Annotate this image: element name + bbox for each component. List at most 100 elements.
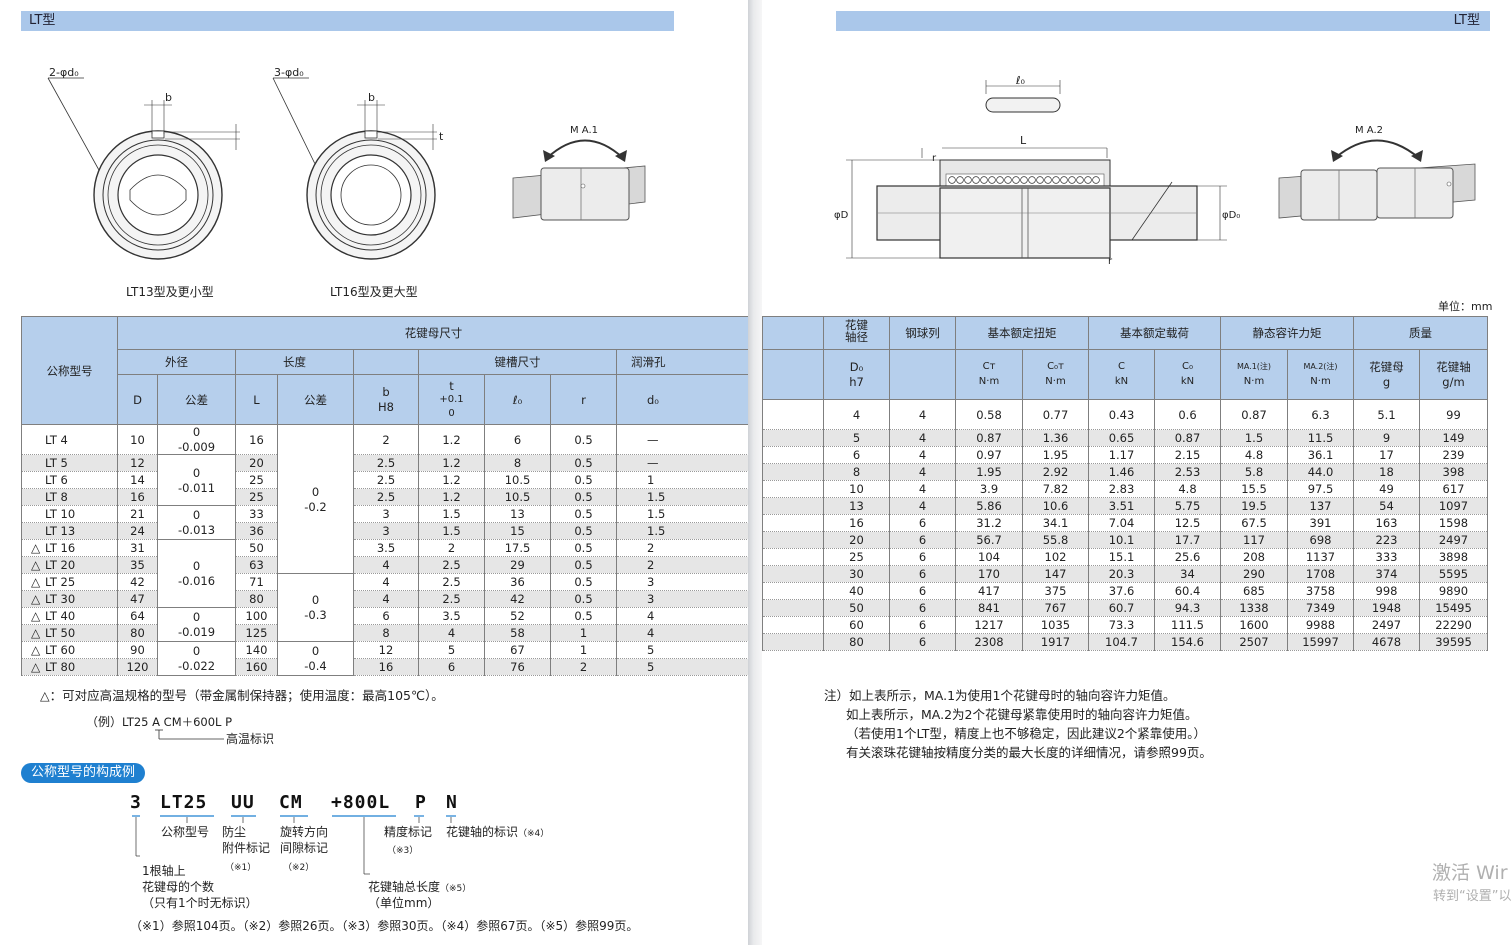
row-blank [762,497,824,515]
row-t: 2.5 [418,590,485,608]
row-d0: 2 [616,539,750,557]
col-r: r [550,374,617,425]
col-right-blank-2 [762,349,824,400]
row-MA1: 1.5 [1220,429,1288,447]
row-C0: 25.6 [1154,548,1221,566]
row-r: 2 [550,658,617,676]
length-tolerance: 0-0.3 [277,573,354,642]
right-header-title: LT型 [1453,13,1480,28]
row-C: 37.6 [1088,582,1155,600]
row-D0: 6 [823,446,890,464]
row-l0: 76 [484,658,551,676]
col-moment-header: 静态容许力矩 [1220,316,1354,350]
left-header-title: LT型 [29,13,56,28]
row-blank [762,399,824,430]
row-shaft: 239 [1419,446,1488,464]
row-t: 2.5 [418,556,485,574]
row-MA2: 36.1 [1287,446,1354,464]
row-balls: 6 [889,582,956,600]
row-C0: 2.53 [1154,463,1221,481]
col-balls-blank [889,349,956,400]
row-d0: 4 [616,607,750,625]
row-nut: 163 [1353,514,1420,532]
row-balls: 4 [889,399,956,430]
row-D0: 8 [823,463,890,481]
row-D: 47 [117,590,158,608]
row-MA2: 11.5 [1287,429,1354,447]
row-nut: 54 [1353,497,1420,515]
row-d0: — [616,424,750,455]
col-right-blank [762,316,824,350]
right-header-bar: LT型 [836,11,1490,31]
row-b: 2 [353,424,419,455]
row-C: 0.43 [1088,399,1155,430]
col-d0: d₀ [616,374,750,425]
row-D: 12 [117,454,158,472]
row-D0: 16 [823,514,890,532]
code-part-dust: UU [231,792,255,813]
row-blank [762,599,824,617]
row-C0T: 767 [1022,599,1089,617]
row-MA1: 1338 [1220,599,1288,617]
label-shaft-length: 花键轴总长度（※5） [368,880,472,894]
row-C0: 34 [1154,565,1221,583]
ball [1044,176,1052,184]
svg-text:2-φd₀: 2-φd₀ [49,66,79,79]
col-lube-header: 润滑孔 [616,349,750,375]
row-C0T: 147 [1022,565,1089,583]
high-temp-marker: △ [31,660,41,674]
row-b: 6 [353,607,419,625]
row-t: 2 [418,539,485,557]
row-C0T: 0.77 [1022,399,1089,430]
row-D0: 80 [823,633,890,651]
svg-text:3-φd₀: 3-φd₀ [274,66,304,79]
row-b: 2.5 [353,488,419,506]
code-part-model: LT25 [160,792,208,813]
row-shaft: 617 [1419,480,1488,498]
row-C: 15.1 [1088,548,1155,566]
col-MA1: MA.1(注)N·m [1220,349,1288,400]
row-d0: 5 [616,658,750,676]
row-balls: 6 [889,599,956,617]
row-d0: 3 [616,590,750,608]
watermark-line-2: 转到“设置”以 [1433,889,1512,904]
row-MA1: 208 [1220,548,1288,566]
row-MA2: 44.0 [1287,463,1354,481]
ball [972,176,980,184]
label-accuracy: 精度标记 [384,825,433,839]
row-model: LT 5 [21,454,118,472]
row-blank [762,480,824,498]
row-MA2: 698 [1287,531,1354,549]
col-L: L [235,374,278,425]
row-r: 0.5 [550,522,617,540]
small-type-caption: LT13型及更小型 [126,285,214,299]
row-l0: 6 [484,424,551,455]
right-note-2: 如上表所示，MA.2为2个花键母紧靠使用时的轴向容许力矩值。 [846,707,1198,722]
row-blank [762,633,824,651]
row-shaft: 99 [1419,399,1488,430]
row-b: 3.5 [353,539,419,557]
svg-text:φD₀: φD₀ [1222,210,1240,221]
row-nut: 223 [1353,531,1420,549]
ball [1084,176,1092,184]
row-t: 4 [418,624,485,642]
row-MA1: 2507 [1220,633,1288,651]
od-tolerance: 0-0.022 [157,641,236,676]
col-nut-dims-header: 花键母尺寸 [117,316,750,350]
row-d0: 2 [616,556,750,574]
svg-text:b: b [368,91,375,104]
row-balls: 6 [889,531,956,549]
row-nut: 1948 [1353,599,1420,617]
row-l0: 36 [484,573,551,591]
high-temp-marker: △ [31,643,41,657]
row-balls: 4 [889,429,956,447]
